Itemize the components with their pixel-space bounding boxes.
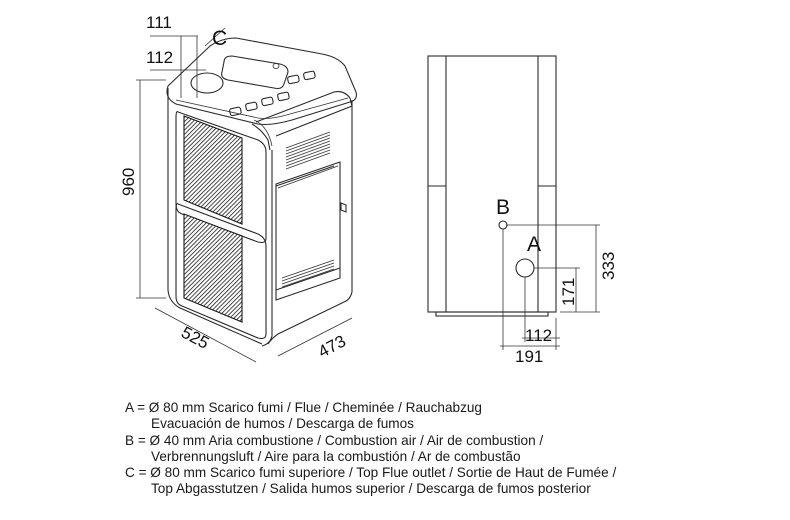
- bottom-vent-slots: [281, 259, 335, 288]
- right-vent-slots: [285, 131, 331, 170]
- side-view-body: [427, 55, 557, 313]
- control-buttons: [229, 70, 316, 117]
- flue-a-circle: [515, 258, 535, 278]
- stove-side-view: [427, 55, 600, 350]
- left-panel-upper: [175, 111, 267, 244]
- left-vent-grille-lower: [183, 213, 243, 323]
- dim-offset-b: 191: [515, 347, 543, 366]
- stove-top: [166, 37, 357, 126]
- dim-width: 525: [178, 323, 212, 353]
- side-view-base: [435, 311, 549, 317]
- legend: A = Ø 80 mm Scarico fumi / Flue / Chemin…: [125, 400, 765, 498]
- top-flue-outlet-c: [190, 72, 224, 94]
- stove-left-edge: [167, 88, 263, 345]
- dim-depth: 473: [315, 331, 349, 361]
- left-panel-lower: [175, 203, 267, 340]
- legend-c-line-2: Top Abgasstutzen / Salida humos superior…: [151, 481, 591, 497]
- legend-b-line-2: Verbrennungsluft / Aire para la combusti…: [151, 448, 521, 464]
- dim-height: 960: [119, 168, 138, 196]
- legend-c-line-1: C = Ø 80 mm Scarico fumi superiore / Top…: [125, 465, 617, 481]
- dimension-lines-side: [500, 224, 600, 350]
- legend-a-line-1: A = Ø 80 mm Scarico fumi / Flue / Chemin…: [125, 400, 482, 415]
- marker-b: B: [496, 196, 510, 219]
- dimension-lines-isometric: [136, 27, 353, 363]
- left-vent-grille-upper: [183, 115, 243, 225]
- marker-a: A: [527, 233, 541, 256]
- legend-a-line-2: Evacuación de humos / Descarga de fumos: [151, 416, 414, 432]
- legend-b-line-1: B = Ø 40 mm Aria combustione / Combustio…: [125, 432, 544, 448]
- indicator-icon: [272, 63, 280, 69]
- dim-offset-a: 112: [525, 326, 552, 345]
- dim-height-a: 171: [559, 278, 578, 306]
- stove-isometric-view: [136, 27, 357, 363]
- control-display: [221, 55, 289, 90]
- stove-door: [275, 161, 341, 301]
- dim-height-b: 333: [599, 252, 618, 280]
- dim-112-top: 112: [146, 48, 173, 67]
- dim-111: 111: [146, 13, 172, 32]
- door-handle: [340, 202, 347, 213]
- combustion-air-b-circle: [498, 220, 508, 230]
- marker-c: C: [212, 27, 227, 50]
